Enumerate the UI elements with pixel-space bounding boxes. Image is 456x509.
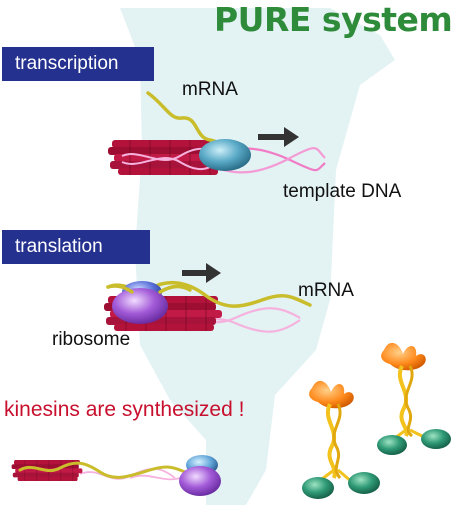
ribosome-label: ribosome bbox=[52, 329, 131, 350]
ribosome-icon bbox=[112, 281, 168, 324]
polymerase-icon bbox=[199, 139, 251, 171]
translation-scene bbox=[103, 263, 312, 333]
synthesis-caption: kinesins are synthesized ! bbox=[4, 398, 245, 421]
background-tube-shape bbox=[120, 8, 395, 505]
kinesin-icon bbox=[377, 342, 451, 455]
mrna-strand-bottom bbox=[18, 461, 192, 479]
right-arrow-icon bbox=[258, 127, 299, 147]
ribosome-icon bbox=[179, 455, 221, 496]
transcription-scene bbox=[107, 91, 326, 176]
mrna-label-middle: mRNA bbox=[298, 280, 354, 301]
right-arrow-icon bbox=[182, 263, 221, 283]
kinesin-icon bbox=[302, 380, 380, 499]
translation-label: translation bbox=[2, 230, 150, 264]
mrna-label-top: mRNA bbox=[182, 79, 238, 100]
transcription-label: transcription bbox=[2, 47, 154, 81]
template-dna-label: template DNA bbox=[283, 181, 402, 202]
synthesis-scene bbox=[11, 455, 221, 496]
page-title: PURE system bbox=[214, 0, 453, 39]
